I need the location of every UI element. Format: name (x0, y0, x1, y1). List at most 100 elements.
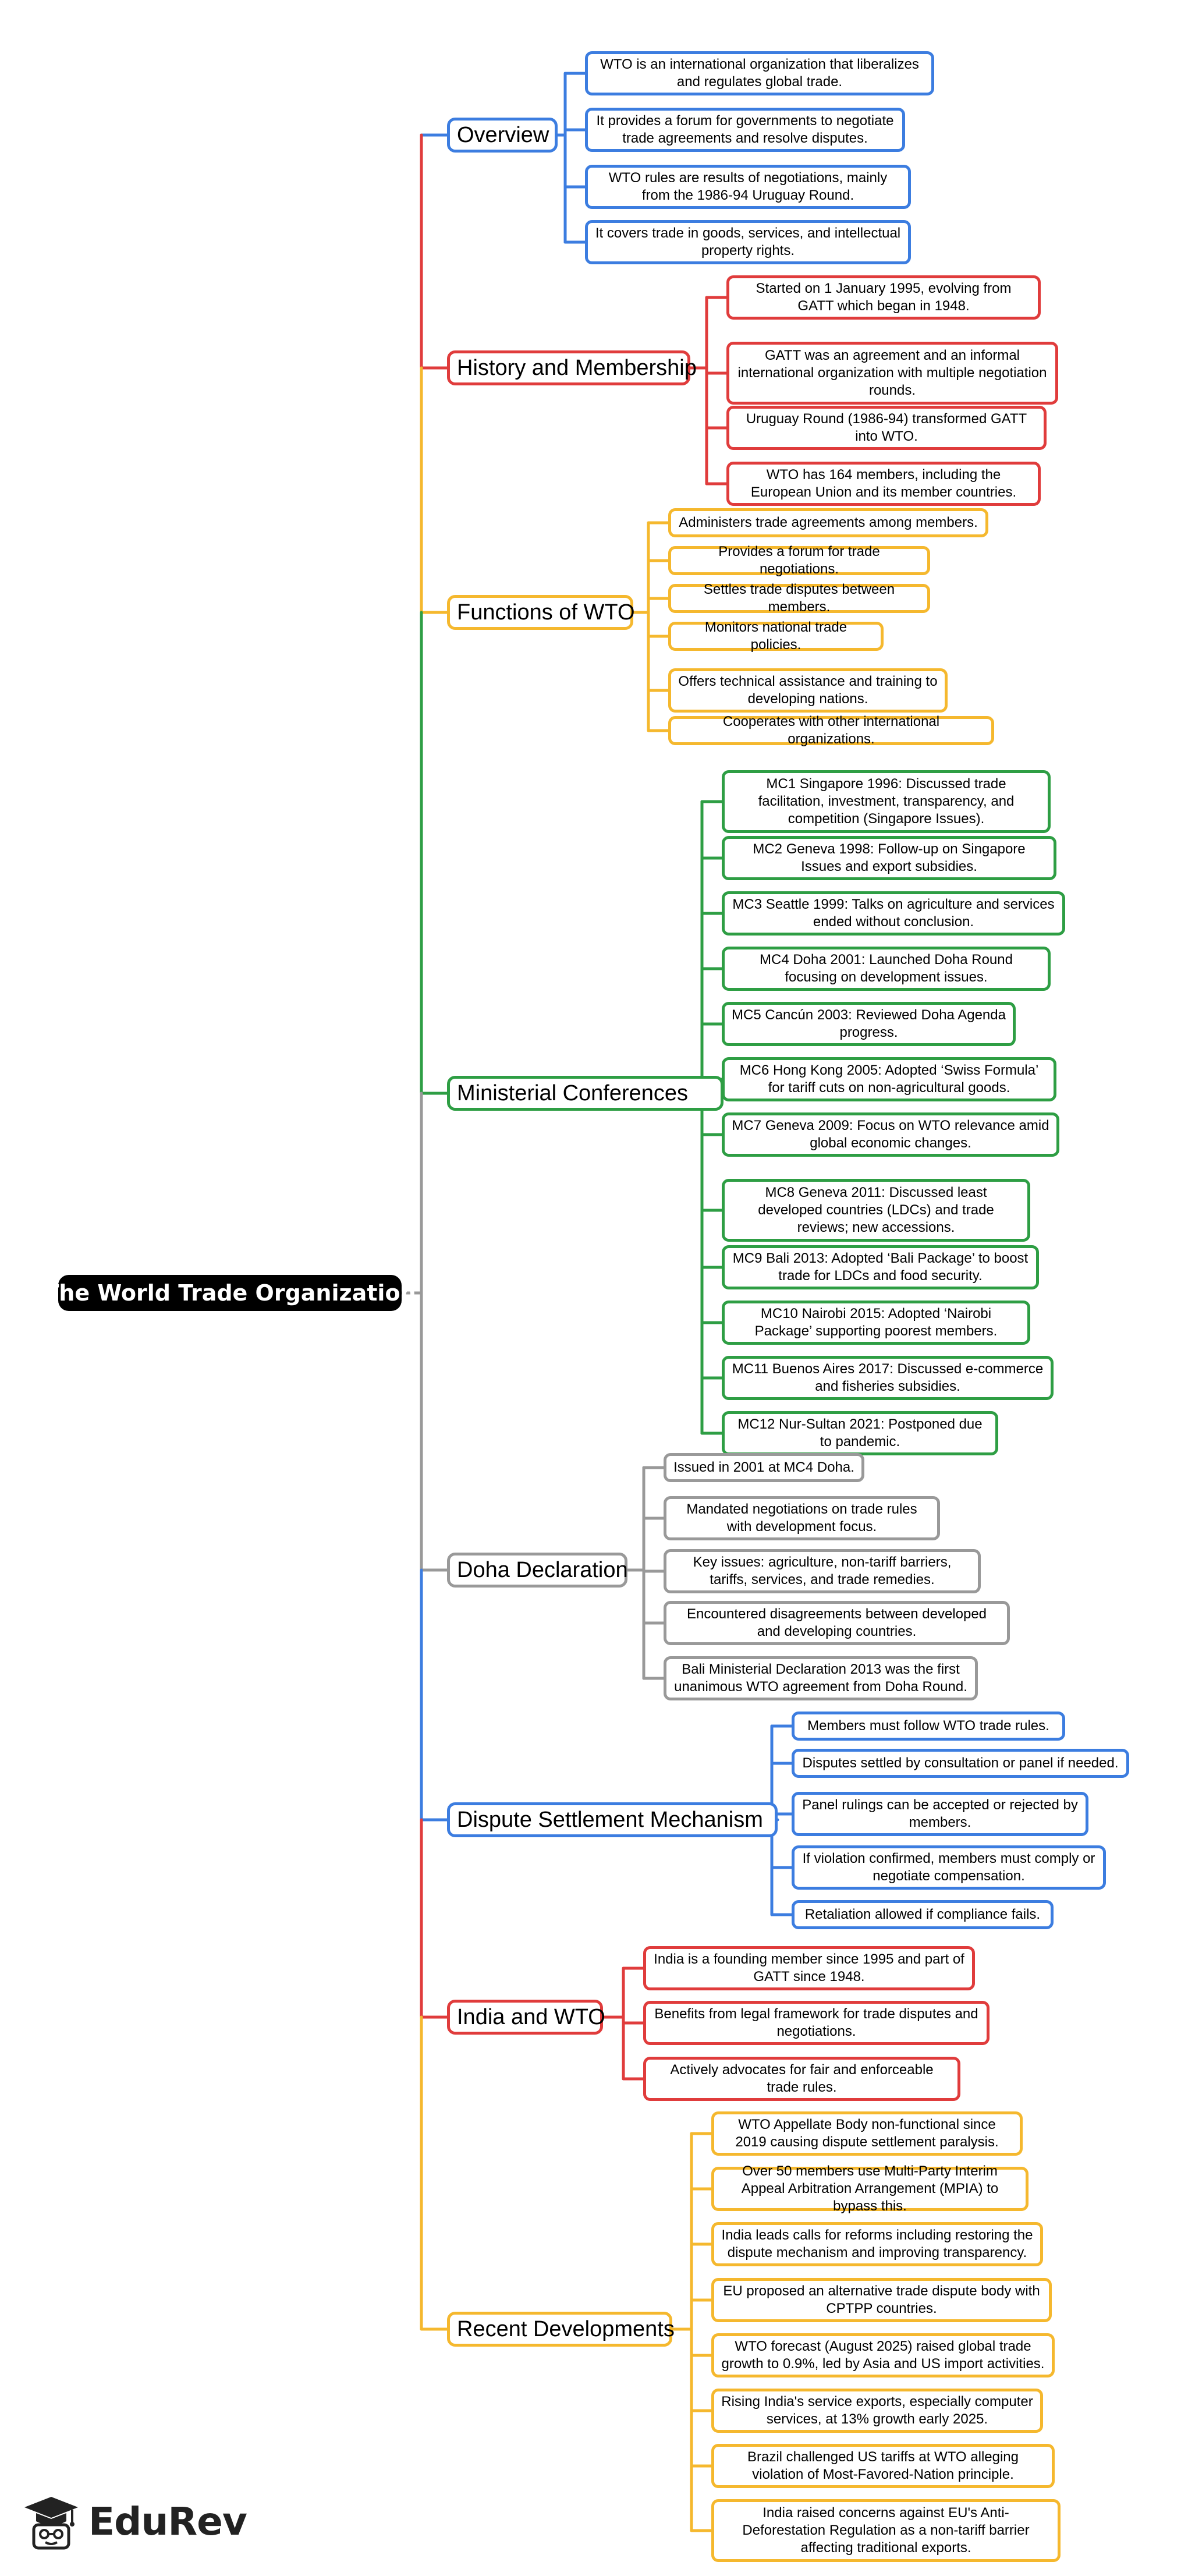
leaf-node: India raised concerns against EU's Anti-… (711, 2499, 1061, 2562)
leaf-node: WTO is an international organization tha… (585, 51, 934, 95)
leaf-text: MC11 Buenos Aires 2017: Discussed e-comm… (732, 1361, 1044, 1394)
leaf-node: Brazil challenged US tariffs at WTO alle… (711, 2444, 1055, 2488)
leaf-node: Cooperates with other international orga… (668, 714, 994, 747)
leaf-node: MC9 Bali 2013: Adopted ‘Bali Package’ to… (722, 1245, 1039, 1289)
leaf-node: Bali Ministerial Declaration 2013 was th… (664, 1656, 978, 1700)
leaf-text: Retaliation allowed if compliance fails. (804, 1907, 1041, 1922)
leaf-text: WTO is an international organization tha… (600, 56, 919, 90)
leaf-node: MC12 Nur-Sultan 2021: Postponed due to p… (722, 1411, 998, 1455)
leaf-text: Bali Ministerial Declaration 2013 was th… (674, 1661, 967, 1695)
leaf-text: Administers trade agreements among membe… (679, 515, 978, 530)
leaf-text: EU proposed an alternative trade dispute… (723, 2283, 1040, 2316)
leaf-node: It provides a forum for governments to n… (585, 108, 905, 152)
leaf-text: Encountered disagreements between develo… (686, 1606, 987, 1639)
leaf-text: Provides a forum for trade negotiations. (718, 544, 880, 577)
brand-name: EduRev (88, 2499, 247, 2544)
leaf-text: WTO rules are results of negotiations, m… (608, 170, 888, 203)
leaf-node: MC5 Cancún 2003: Reviewed Doha Agenda pr… (722, 1002, 1016, 1046)
leaf-text: Panel rulings can be accepted or rejecte… (802, 1797, 1078, 1830)
leaf-node: WTO rules are results of negotiations, m… (585, 165, 911, 209)
section-node: Functions of WTO (447, 595, 635, 630)
leaf-text: Members must follow WTO trade rules. (807, 1718, 1049, 1734)
leaf-node: Administers trade agreements among membe… (668, 508, 988, 537)
section-node: Ministerial Conferences (447, 1076, 724, 1111)
leaf-text: MC10 Nairobi 2015: Adopted ‘Nairobi Pack… (754, 1306, 998, 1339)
leaf-node: MC3 Seattle 1999: Talks on agriculture a… (722, 891, 1065, 936)
leaf-node: Provides a forum for trade negotiations. (668, 544, 930, 577)
leaf-text: MC5 Cancún 2003: Reviewed Doha Agenda pr… (732, 1007, 1006, 1040)
leaf-text: Cooperates with other international orga… (722, 714, 940, 747)
leaf-text: MC9 Bali 2013: Adopted ‘Bali Package’ to… (732, 1250, 1029, 1284)
leaf-node: Rising India's service exports, especial… (711, 2389, 1043, 2433)
leaf-text: MC12 Nur-Sultan 2021: Postponed due to p… (737, 1416, 983, 1450)
section-node: Dispute Settlement Mechanism (447, 1802, 778, 1837)
leaf-node: Key issues: agriculture, non-tariff barr… (664, 1549, 981, 1593)
leaf-node: Benefits from legal framework for trade … (643, 2001, 990, 2045)
leaf-node: Uruguay Round (1986-94) transformed GATT… (726, 406, 1047, 450)
leaf-text: India leads calls for reforms including … (721, 2227, 1033, 2260)
leaf-text: MC2 Geneva 1998: Follow-up on Singapore … (753, 841, 1026, 874)
leaf-node: Issued in 2001 at MC4 Doha. (664, 1453, 864, 1482)
section-node: India and WTO (447, 2000, 605, 2035)
leaf-node: MC6 Hong Kong 2005: Adopted ‘Swiss Formu… (722, 1057, 1056, 1101)
leaf-node: WTO forecast (August 2025) raised global… (711, 2333, 1055, 2377)
leaf-node: Offers technical assistance and training… (668, 668, 948, 713)
leaf-node: MC10 Nairobi 2015: Adopted ‘Nairobi Pack… (722, 1301, 1030, 1345)
leaf-text: Offers technical assistance and training… (678, 674, 938, 707)
leaf-text: Disputes settled by consultation or pane… (802, 1755, 1119, 1771)
leaf-text: It provides a forum for governments to n… (596, 113, 894, 146)
leaf-text: WTO Appellate Body non-functional since … (735, 2117, 999, 2150)
leaf-node: Actively advocates for fair and enforcea… (643, 2057, 960, 2101)
leaf-text: Over 50 members use Multi-Party Interim … (741, 2163, 999, 2214)
leaf-text: India raised concerns against EU's Anti-… (742, 2505, 1030, 2556)
leaf-node: Panel rulings can be accepted or rejecte… (792, 1792, 1088, 1836)
edurev-logo: EduRev (22, 2489, 247, 2553)
leaf-node: MC4 Doha 2001: Launched Doha Round focus… (722, 947, 1051, 991)
leaf-node: If violation confirmed, members must com… (792, 1845, 1106, 1890)
leaf-node: Encountered disagreements between develo… (664, 1601, 1010, 1645)
section-node: Recent Developments (447, 2312, 675, 2347)
leaf-text: Rising India's service exports, especial… (721, 2394, 1033, 2427)
leaf-text: Uruguay Round (1986-94) transformed GATT… (746, 411, 1027, 444)
leaf-node: Disputes settled by consultation or pane… (792, 1749, 1129, 1778)
leaf-node: GATT was an agreement and an informal in… (726, 342, 1058, 405)
leaf-text: Key issues: agriculture, non-tariff barr… (693, 1554, 952, 1588)
leaf-text: MC4 Doha 2001: Launched Doha Round focus… (760, 952, 1013, 985)
leaf-text: MC3 Seattle 1999: Talks on agriculture a… (732, 897, 1055, 930)
leaf-text: Benefits from legal framework for trade … (654, 2006, 978, 2039)
leaf-text: MC1 Singapore 1996: Discussed trade faci… (758, 776, 1015, 827)
leaf-text: Issued in 2001 at MC4 Doha. (673, 1459, 854, 1475)
leaf-node: MC8 Geneva 2011: Discussed least develop… (722, 1179, 1030, 1242)
leaf-text: Actively advocates for fair and enforcea… (670, 2062, 934, 2095)
section-node: Overview (447, 118, 558, 153)
leaf-node: Members must follow WTO trade rules. (792, 1712, 1065, 1741)
leaf-text: Monitors national trade policies. (704, 619, 847, 653)
leaf-node: It covers trade in goods, services, and … (585, 220, 911, 264)
leaf-text: If violation confirmed, members must com… (802, 1851, 1095, 1884)
section-node: History and Membership (447, 350, 697, 385)
leaf-text: Brazil challenged US tariffs at WTO alle… (747, 2449, 1019, 2482)
leaf-text: GATT was an agreement and an informal in… (737, 348, 1047, 398)
leaf-node: MC11 Buenos Aires 2017: Discussed e-comm… (722, 1356, 1054, 1400)
leaf-node: MC1 Singapore 1996: Discussed trade faci… (722, 770, 1051, 833)
leaf-text: WTO has 164 members, including the Europ… (750, 467, 1017, 500)
leaf-text: India is a founding member since 1995 an… (654, 1951, 964, 1985)
leaf-node: Settles trade disputes between members. (668, 582, 930, 615)
leaf-node: WTO Appellate Body non-functional since … (711, 2111, 1023, 2156)
leaf-text: Mandated negotiations on trade rules wit… (686, 1501, 917, 1535)
leaf-node: Retaliation allowed if compliance fails. (792, 1900, 1054, 1929)
graduate-icon (24, 2497, 78, 2550)
leaf-text: WTO forecast (August 2025) raised global… (721, 2338, 1045, 2372)
leaf-node: MC7 Geneva 2009: Focus on WTO relevance … (722, 1112, 1059, 1157)
leaf-text: Settles trade disputes between members. (703, 582, 895, 615)
leaf-node: Over 50 members use Multi-Party Interim … (711, 2163, 1029, 2214)
leaf-text: MC6 Hong Kong 2005: Adopted ‘Swiss Formu… (739, 1062, 1039, 1096)
leaf-text: Started on 1 January 1995, evolving from… (756, 281, 1012, 314)
leaf-node: WTO has 164 members, including the Europ… (726, 462, 1041, 506)
leaf-text: It covers trade in goods, services, and … (595, 225, 901, 258)
leaf-node: Monitors national trade policies. (668, 619, 884, 653)
section-node: Doha Declaration (447, 1553, 628, 1588)
root-title: The World Trade Organization (44, 1275, 416, 1311)
leaf-node: EU proposed an alternative trade dispute… (711, 2278, 1052, 2322)
leaf-node: Mandated negotiations on trade rules wit… (664, 1496, 940, 1540)
